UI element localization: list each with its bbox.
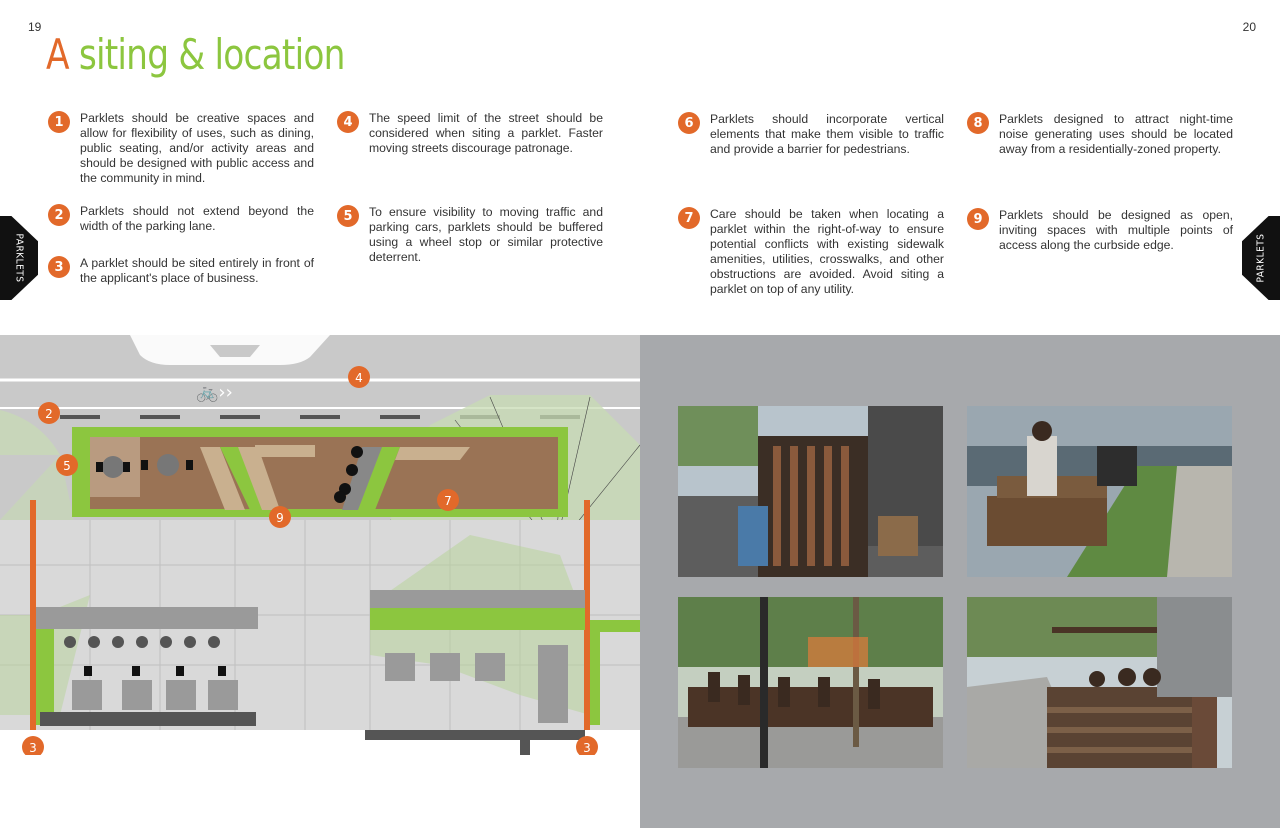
plan-marker-7: 7 xyxy=(437,489,459,511)
item-text: Parklets should not extend beyond the wi… xyxy=(80,204,314,233)
plan-marker-2: 2 xyxy=(38,402,60,424)
item-text: Parklets should be creative spaces and a… xyxy=(80,111,314,185)
site-plan-diagram: 🚲›› xyxy=(0,335,640,755)
marker-label: 9 xyxy=(276,511,284,525)
parklet-deck xyxy=(82,437,558,509)
marker-label: 3 xyxy=(583,741,591,755)
item-number: 1 xyxy=(48,111,70,133)
side-tab-label: PARKLETS xyxy=(1255,233,1267,283)
curb-marker xyxy=(30,500,36,730)
guideline-item-6: 6 Parklets should incorporate vertical e… xyxy=(678,112,944,157)
item-number: 9 xyxy=(967,208,989,230)
item-number: 2 xyxy=(48,204,70,226)
page-number-right: 20 xyxy=(1242,20,1256,34)
item-number: 8 xyxy=(967,112,989,134)
item-text: Care should be taken when locating a par… xyxy=(710,207,944,296)
plan-marker-4: 4 xyxy=(348,366,370,388)
item-number: 3 xyxy=(48,256,70,278)
item-text: Parklets designed to attract night-time … xyxy=(999,112,1233,156)
guideline-item-5: 5 To ensure visibility to moving traffic… xyxy=(337,205,603,265)
bench xyxy=(238,447,280,510)
guideline-item-2: 2 Parklets should not extend beyond the … xyxy=(48,204,314,234)
parklet-photo-1 xyxy=(678,406,943,577)
guideline-item-4: 4 The speed limit of the street should b… xyxy=(337,111,603,156)
side-tab-left: PARKLETS xyxy=(0,216,38,300)
item-text: Parklets should incorporate vertical ele… xyxy=(710,112,944,156)
car-window xyxy=(210,345,260,357)
table xyxy=(157,454,179,476)
title-text: siting & location xyxy=(78,30,346,79)
visibility-zone xyxy=(0,410,60,455)
curb-marker xyxy=(584,500,590,730)
storefront-awning-right xyxy=(370,608,585,630)
item-text: To ensure visibility to moving traffic a… xyxy=(369,205,603,264)
guideline-item-3: 3 A parklet should be sited entirely in … xyxy=(48,256,314,286)
parklet-photo-4 xyxy=(967,597,1232,768)
item-number: 5 xyxy=(337,205,359,227)
parklet-photo-2 xyxy=(967,406,1232,577)
plan-marker-9: 9 xyxy=(269,506,291,528)
planter xyxy=(358,447,400,510)
guideline-item-8: 8 Parklets designed to attract night-tim… xyxy=(967,112,1233,157)
table xyxy=(102,456,124,478)
parklet-photo-3 xyxy=(678,597,943,768)
plan-marker-3-right: 3 xyxy=(576,736,598,755)
item-text: A parklet should be sited entirely in fr… xyxy=(80,256,314,285)
marker-label: 3 xyxy=(29,741,37,755)
page-title: A siting & location xyxy=(46,30,345,79)
bench xyxy=(395,447,470,460)
marker-label: 5 xyxy=(63,459,71,473)
marker-label: 2 xyxy=(45,407,53,421)
marker-label: 4 xyxy=(355,371,363,385)
title-letter: A xyxy=(46,30,70,79)
item-text: The speed limit of the street should be … xyxy=(369,111,603,155)
page-number-left: 19 xyxy=(28,20,42,34)
item-text: Parklets should be designed as open, inv… xyxy=(999,208,1233,252)
item-number: 7 xyxy=(678,207,700,229)
bench xyxy=(200,447,245,510)
item-number: 4 xyxy=(337,111,359,133)
building-edge xyxy=(40,712,256,726)
storefront-awning xyxy=(36,607,258,629)
guideline-item-1: 1 Parklets should be creative spaces and… xyxy=(48,111,314,186)
guideline-item-7: 7 Care should be taken when locating a p… xyxy=(678,207,944,297)
item-number: 6 xyxy=(678,112,700,134)
bike-lane-icon: 🚲›› xyxy=(196,382,233,403)
bench xyxy=(342,447,382,510)
plan-marker-5: 5 xyxy=(56,454,78,476)
guideline-item-9: 9 Parklets should be designed as open, i… xyxy=(967,208,1233,253)
marker-label: 7 xyxy=(444,494,452,508)
side-tab-label: PARKLETS xyxy=(13,233,25,283)
side-tab-right: PARKLETS xyxy=(1242,216,1280,300)
plan-marker-3-left: 3 xyxy=(22,736,44,755)
